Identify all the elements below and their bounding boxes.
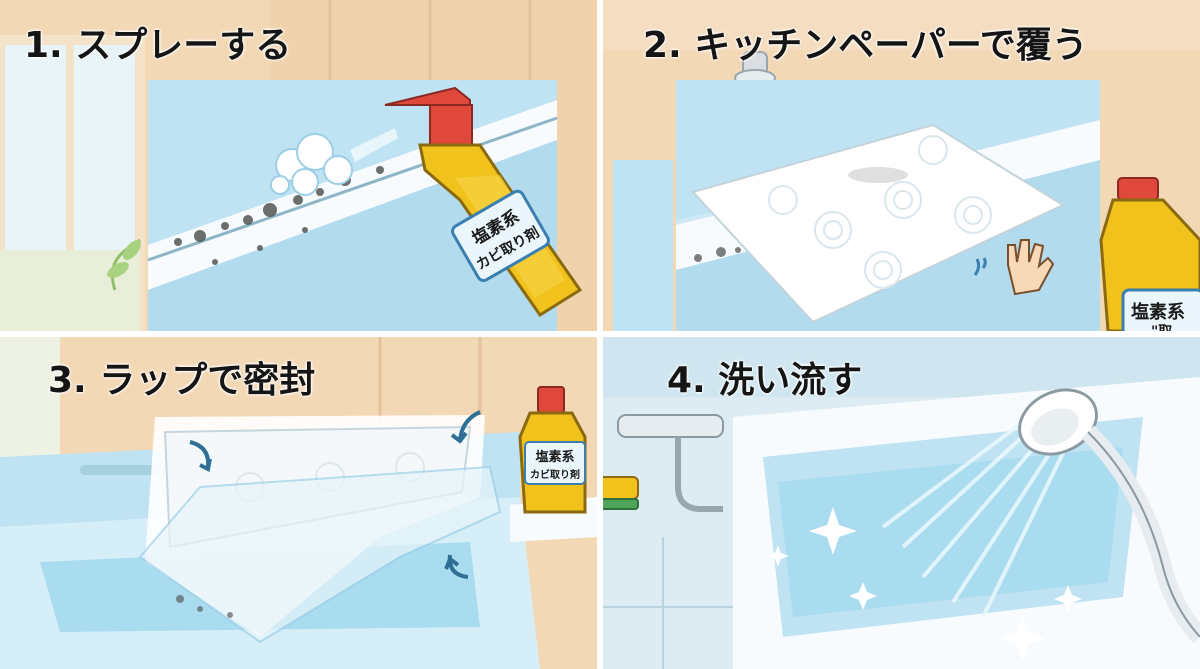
- window: [0, 35, 145, 331]
- rinse-scene: [603, 337, 1200, 669]
- wrap-scene: 塩素系 カビ取り剤: [0, 337, 597, 669]
- mold-spots-icon: [174, 166, 384, 265]
- spray-bottle-icon: 塩素系 カビ取り剤: [384, 86, 583, 318]
- step-panel-spray: 塩素系 カビ取り剤 1. スプレーする: [0, 0, 597, 331]
- bottle-label-line1: 塩素系: [535, 449, 574, 465]
- paper-towel-icon: [691, 123, 1066, 324]
- step-title: 2. キッチンペーパーで覆う: [643, 25, 1088, 66]
- cover-scene: 塩素系 "取: [603, 0, 1200, 331]
- step-title: 4. 洗い流す: [667, 360, 863, 401]
- spray-mist-icon: [881, 420, 1067, 618]
- sparkle-icon: [767, 507, 1082, 661]
- sponge-icon: [603, 476, 639, 510]
- bottle-label-line2: カビ取り剤: [530, 468, 580, 481]
- step-title: 1. スプレーする: [24, 25, 292, 66]
- bottle-label-line2: "取: [1151, 324, 1173, 331]
- spray-bottle-icon: 塩素系 "取: [1099, 177, 1200, 331]
- plastic-wrap-icon: [138, 415, 502, 644]
- bottle-label-line1: 塩素系: [1131, 301, 1185, 323]
- bathtub: [733, 377, 1200, 669]
- spray-bottle-icon: 塩素系 カビ取り剤: [518, 386, 587, 514]
- step-panel-cover: 塩素系 "取 2. キッチンペーパーで覆う: [603, 0, 1200, 331]
- spray-scene: 塩素系 カビ取り剤: [0, 0, 597, 331]
- pressing-hand-icon: [973, 239, 1055, 296]
- spray-mist-icon: [270, 128, 398, 196]
- shower-head-icon: [1018, 388, 1200, 644]
- step-panel-wrap: 塩素系 カビ取り剤 3. ラップで密封: [0, 337, 597, 669]
- step-panel-rinse: 4. 洗い流す: [603, 337, 1200, 669]
- step-title: 3. ラップで密封: [48, 360, 316, 401]
- mold-spots-icon: [694, 247, 741, 262]
- arrow-icon: [189, 410, 481, 579]
- faucet-icon: [617, 414, 724, 512]
- plant: [107, 238, 141, 291]
